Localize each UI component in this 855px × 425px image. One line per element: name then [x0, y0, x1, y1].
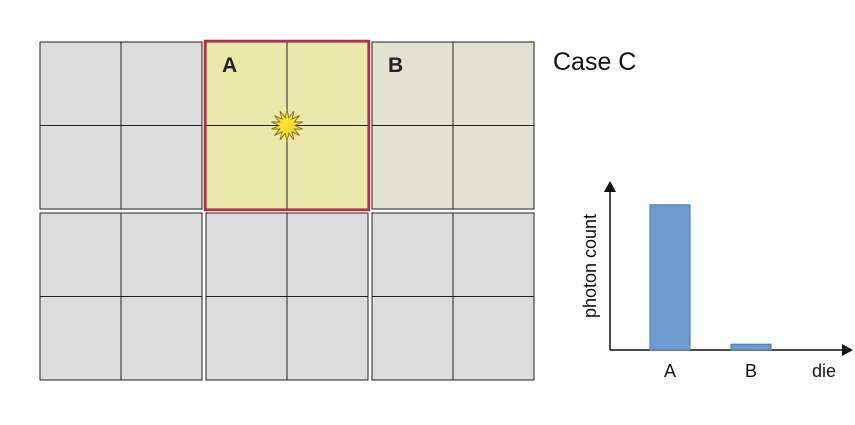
die-b: B [371, 41, 535, 210]
y-axis-arrow-icon [604, 181, 616, 192]
x-tick-label: B [745, 361, 757, 381]
photon-star-icon [271, 109, 303, 142]
x-axis-label: die [812, 361, 836, 381]
photon-source [271, 109, 303, 142]
case-title: Case C [553, 48, 636, 76]
die-label: B [388, 54, 403, 77]
bar-b [730, 343, 772, 351]
die-5 [205, 212, 369, 381]
die-6 [371, 212, 535, 381]
y-axis-label: photon count [580, 214, 600, 318]
x-tick-label: A [664, 361, 676, 381]
die-4 [39, 212, 203, 381]
x-axis-arrow-icon [842, 344, 853, 356]
die-1 [39, 41, 203, 210]
die-highlight-border [203, 39, 371, 212]
die-label: A [222, 54, 237, 77]
bar-a [649, 204, 691, 351]
